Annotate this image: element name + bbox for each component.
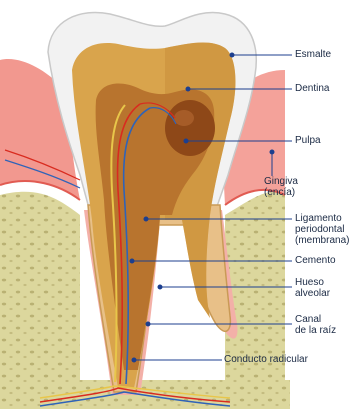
alveolar-bone-base — [0, 380, 290, 409]
label-esmalte-text: Esmalte — [295, 49, 331, 60]
label-gingiva-line1: Gingiva — [264, 176, 298, 187]
leader-dot-hueso — [158, 285, 162, 289]
label-gingiva: Gingiva (encía) — [264, 176, 298, 198]
label-conducto: Conducto radicular — [224, 354, 308, 365]
leader-dot-pulpa — [184, 139, 188, 143]
label-gingiva-line2: (encía) — [264, 187, 298, 198]
label-cemento-text: Cemento — [295, 255, 336, 266]
label-canal: Canal de la raíz — [295, 314, 336, 336]
label-conducto-text: Conducto radicular — [224, 354, 308, 365]
leader-dot-cemento — [130, 259, 134, 263]
alveolar-bone — [0, 192, 80, 409]
label-esmalte: Esmalte — [295, 49, 331, 60]
leader-dot-canal — [146, 322, 150, 326]
label-ligamento-line1: Ligamento — [295, 213, 349, 224]
label-hueso: Hueso alveolar — [295, 277, 330, 299]
leader-dot-dentina — [186, 87, 190, 91]
label-canal-line2: de la raíz — [295, 325, 336, 336]
leader-dot-gingiva — [270, 150, 274, 154]
label-pulpa-text: Pulpa — [295, 135, 321, 146]
label-ligamento: Ligamento periodontal (membrana) — [295, 213, 349, 246]
label-ligamento-line3: (membrana) — [295, 235, 349, 246]
leader-dot-esmalte — [230, 53, 234, 57]
label-canal-line1: Canal — [295, 314, 336, 325]
label-cemento: Cemento — [295, 255, 336, 266]
label-hueso-line1: Hueso — [295, 277, 330, 288]
label-dentina: Dentina — [295, 83, 329, 94]
leader-dot-ligamento — [144, 217, 148, 221]
label-hueso-line2: alveolar — [295, 288, 330, 299]
leader-dot-conducto — [132, 358, 136, 362]
label-ligamento-line2: periodontal — [295, 224, 349, 235]
label-dentina-text: Dentina — [295, 83, 329, 94]
alveolar-bone-right — [225, 192, 285, 409]
pulp-core — [165, 100, 215, 156]
label-pulpa: Pulpa — [295, 135, 321, 146]
pulp-highlight — [174, 110, 194, 126]
